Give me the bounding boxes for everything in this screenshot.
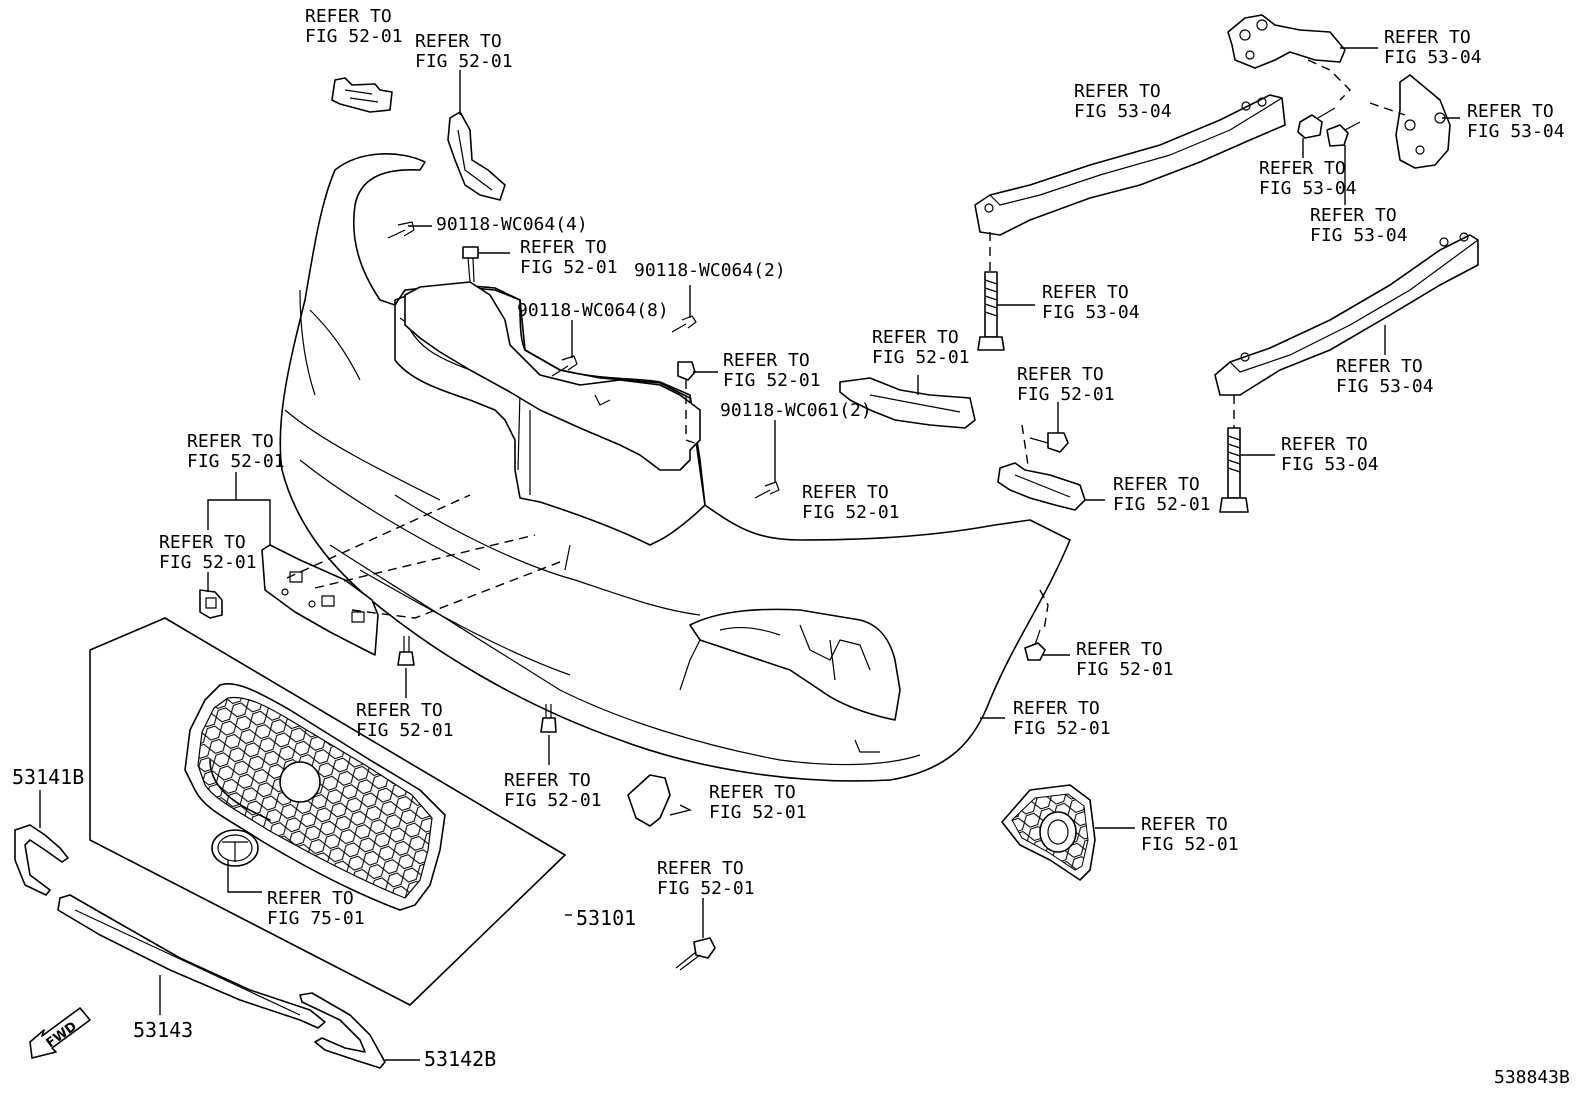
refer-label-ref-18-line-0: REFER TO <box>267 888 354 909</box>
refer-label-ref-16-line-0: REFER TO <box>1013 698 1100 719</box>
refer-label-ref-5-line-1: FIG 52-01 <box>802 502 900 523</box>
refer-label-ref-7-line-1: FIG 52-01 <box>1017 384 1115 405</box>
fog-bezel <box>1001 784 1096 881</box>
leader-lines <box>39 47 1460 1061</box>
bolt-long-upper <box>977 271 1005 351</box>
molding-lower <box>57 894 326 1029</box>
bolt-small-b <box>1326 121 1361 147</box>
refer-label-ref-21-line-0: REFER TO <box>1467 101 1554 122</box>
refer-label-ref-1-line-0: REFER TO <box>305 6 392 27</box>
refer-label-ref-3-line-0: REFER TO <box>520 237 607 258</box>
refer-label-ref-24-line-1: FIG 53-04 <box>1042 302 1140 323</box>
refer-label-ref-7-line-0: REFER TO <box>1017 364 1104 385</box>
part-number-pn-3: 90118-WC064(8) <box>517 300 669 321</box>
part-number-pn-7: 53143 <box>133 1018 193 1042</box>
part-number-pn-4: 90118-WC061(2) <box>720 400 872 421</box>
refer-label-ref-25-line-1: FIG 53-04 <box>1336 376 1434 397</box>
refer-label-ref-9-line-1: FIG 52-01 <box>187 451 285 472</box>
refer-label-ref-14-line-1: FIG 52-01 <box>657 878 755 899</box>
reinforcement-bracket-upper <box>1227 14 1346 69</box>
refer-label-ref-4-line-1: FIG 52-01 <box>723 370 821 391</box>
bracket-upper-left <box>331 77 393 113</box>
part-number-pn-1: 90118-WC064(4) <box>436 214 588 235</box>
refer-label-ref-1-line-1: FIG 52-01 <box>305 26 403 47</box>
refer-label-ref-20-line-0: REFER TO <box>1384 27 1471 48</box>
refer-label-ref-17-line-1: FIG 52-01 <box>1141 834 1239 855</box>
refer-label-ref-22-line-0: REFER TO <box>1259 158 1346 179</box>
bolt-long-lower <box>1219 427 1249 513</box>
rail-lower <box>1214 232 1479 396</box>
part-number-pn-9: 538843B <box>1494 1067 1570 1088</box>
refer-label-ref-5-line-0: REFER TO <box>802 482 889 503</box>
side-retainer-right <box>839 377 976 429</box>
molding-lower-right <box>299 992 386 1069</box>
part-number-pn-8: 53142B <box>424 1047 496 1071</box>
refer-label-ref-2-line-1: FIG 52-01 <box>415 51 513 72</box>
part-number-pn-6: 53101 <box>576 906 636 930</box>
fwd-arrow-icon <box>29 1007 91 1059</box>
refer-label-ref-9-line-0: REFER TO <box>187 431 274 452</box>
molding-upper-left <box>14 824 69 896</box>
rail-upper <box>974 94 1286 236</box>
refer-label-ref-19-line-1: FIG 53-04 <box>1074 101 1172 122</box>
refer-label-ref-25-line-0: REFER TO <box>1336 356 1423 377</box>
refer-label-ref-21-line-1: FIG 53-04 <box>1467 121 1565 142</box>
refer-label-ref-4-line-0: REFER TO <box>723 350 810 371</box>
refer-label-ref-8-line-0: REFER TO <box>1113 474 1200 495</box>
refer-label-ref-13-line-1: FIG 52-01 <box>709 802 807 823</box>
refer-label-ref-22-line-1: FIG 53-04 <box>1259 178 1357 199</box>
fasteners <box>397 246 1069 971</box>
refer-label-ref-3-line-1: FIG 52-01 <box>520 257 618 278</box>
part-number-pn-5: 53141B <box>12 765 84 789</box>
refer-label-ref-10-line-1: FIG 52-01 <box>159 552 257 573</box>
bracket-side <box>447 111 506 201</box>
refer-label-ref-20-line-1: FIG 53-04 <box>1384 47 1482 68</box>
refer-label-ref-11-line-0: REFER TO <box>356 700 443 721</box>
license-bracket <box>261 544 379 656</box>
refer-label-ref-24-line-0: REFER TO <box>1042 282 1129 303</box>
refer-label-ref-17-line-0: REFER TO <box>1141 814 1228 835</box>
refer-label-ref-8-line-1: FIG 52-01 <box>1113 494 1211 515</box>
dashed-lines <box>286 59 1406 631</box>
tow-hook-cover <box>627 774 671 827</box>
refer-label-ref-16-line-1: FIG 52-01 <box>1013 718 1111 739</box>
reinforcement-bracket-right <box>1395 74 1451 169</box>
bolt-small-a <box>1297 107 1336 139</box>
refer-label-ref-2-line-0: REFER TO <box>415 31 502 52</box>
screws <box>387 221 780 499</box>
refer-label-ref-26-line-1: FIG 53-04 <box>1281 454 1379 475</box>
upper-retainer <box>404 281 701 471</box>
refer-label-ref-6-line-0: REFER TO <box>872 327 959 348</box>
refer-label-ref-15-line-0: REFER TO <box>1076 639 1163 660</box>
part-number-pn-2: 90118-WC064(2) <box>634 260 786 281</box>
clip-bracket-right <box>997 462 1086 511</box>
refer-label-ref-18-line-1: FIG 75-01 <box>267 908 365 929</box>
refer-label-ref-26-line-0: REFER TO <box>1281 434 1368 455</box>
refer-label-ref-13-line-0: REFER TO <box>709 782 796 803</box>
refer-label-ref-10-line-0: REFER TO <box>159 532 246 553</box>
refer-label-ref-12-line-0: REFER TO <box>504 770 591 791</box>
refer-label-ref-11-line-1: FIG 52-01 <box>356 720 454 741</box>
refer-label-ref-6-line-1: FIG 52-01 <box>872 347 970 368</box>
grille-assembly <box>89 617 566 1006</box>
refer-label-ref-19-line-0: REFER TO <box>1074 81 1161 102</box>
refer-label-ref-12-line-1: FIG 52-01 <box>504 790 602 811</box>
refer-label-ref-14-line-0: REFER TO <box>657 858 744 879</box>
nut-clip <box>199 589 223 619</box>
refer-label-ref-23-line-0: REFER TO <box>1310 205 1397 226</box>
emblem <box>211 829 259 867</box>
refer-label-ref-23-line-1: FIG 53-04 <box>1310 225 1408 246</box>
refer-label-ref-15-line-1: FIG 52-01 <box>1076 659 1174 680</box>
